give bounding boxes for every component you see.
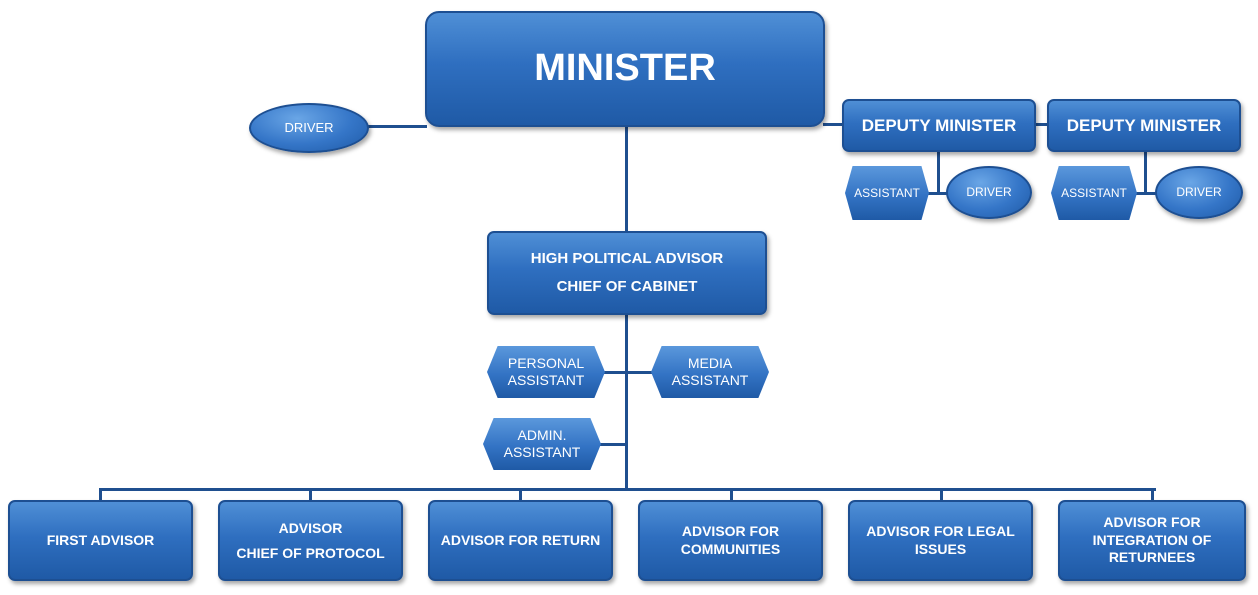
advisor-box-return: ADVISOR FOR RETURN [428, 500, 613, 581]
advisor-line: ADVISOR FOR RETURN [440, 531, 601, 548]
advisor-line: FIRST ADVISOR [46, 531, 155, 548]
connector-deputy1-down [937, 151, 940, 194]
assistant-label: ASSISTANT [1061, 185, 1127, 200]
advisor-box-first: FIRST ADVISOR [8, 500, 193, 581]
connector-deputies [823, 123, 843, 126]
connector-advisor-2 [309, 488, 312, 501]
advisor-line: ADVISOR [278, 520, 343, 536]
connector-advisor-1 [99, 488, 102, 501]
admin-assistant-node: ADMIN. ASSISTANT [483, 418, 601, 470]
assistant-label: ASSISTANT [854, 185, 920, 200]
media-line-2: ASSISTANT [671, 372, 749, 388]
deputy-minister-label: DEPUTY MINISTER [1066, 115, 1222, 135]
connector-deputy-pair [1036, 123, 1048, 126]
minister-label: MINISTER [534, 47, 716, 90]
deputy-driver-oval: DRIVER [1155, 166, 1243, 219]
media-assistant-node: MEDIA ASSISTANT [651, 346, 769, 398]
advisor-line: COMMUNITIES [680, 540, 781, 557]
advisor-box-protocol: ADVISOR CHIEF OF PROTOCOL [218, 500, 403, 581]
connector-advisor-3 [519, 488, 522, 501]
chief-line-2: CHIEF OF CABINET [556, 278, 698, 295]
connector-advisor-6 [1151, 488, 1154, 501]
personal-line-2: ASSISTANT [507, 372, 585, 388]
connector-advisor-4 [730, 488, 733, 501]
advisor-line: ADVISOR FOR [1103, 514, 1201, 531]
deputy-minister-box: DEPUTY MINISTER [842, 99, 1036, 152]
deputy-assistant-node: ASSISTANT [1051, 166, 1137, 220]
advisor-line: RETURNEES [1108, 549, 1196, 566]
chief-of-cabinet-box: HIGH POLITICAL ADVISOR CHIEF OF CABINET [487, 231, 767, 315]
media-line-1: MEDIA [687, 354, 733, 371]
deputy-minister-label: DEPUTY MINISTER [861, 115, 1017, 135]
driver-label: DRIVER [284, 119, 334, 135]
advisor-line: ADVISOR FOR [681, 523, 780, 539]
advisor-line: ADVISOR FOR LEGAL [866, 523, 1015, 539]
admin-line-2: ASSISTANT [503, 444, 581, 460]
advisor-box-communities: ADVISOR FOR COMMUNITIES [638, 500, 823, 581]
deputy-assistant-node: ASSISTANT [845, 166, 929, 220]
admin-line-1: ADMIN. [517, 426, 567, 443]
connector-deputy2-staff [1133, 192, 1158, 195]
connector-deputy1-staff [925, 192, 950, 195]
connector-support-row [600, 371, 655, 374]
driver-oval: DRIVER [249, 103, 369, 153]
minister-box: MINISTER [425, 11, 825, 127]
advisor-box-legal: ADVISOR FOR LEGAL ISSUES [848, 500, 1033, 581]
connector-deputy2-down [1144, 151, 1147, 194]
personal-assistant-node: PERSONAL ASSISTANT [487, 346, 605, 398]
deputy-minister-box: DEPUTY MINISTER [1047, 99, 1241, 152]
driver-label: DRIVER [966, 185, 1012, 199]
connector-chief-spine [625, 313, 628, 489]
personal-line-1: PERSONAL [507, 354, 585, 371]
chief-line-1: HIGH POLITICAL ADVISOR [530, 249, 724, 267]
driver-label: DRIVER [1176, 185, 1222, 199]
advisor-line: CHIEF OF PROTOCOL [236, 544, 385, 561]
advisor-line: ISSUES [914, 540, 967, 557]
connector-driver [367, 125, 427, 128]
advisor-line: INTEGRATION OF [1092, 531, 1212, 548]
connector-advisor-5 [940, 488, 943, 501]
deputy-driver-oval: DRIVER [946, 166, 1032, 219]
connector-advisor-bar [99, 488, 1156, 491]
advisor-box-integration: ADVISOR FOR INTEGRATION OF RETURNEES [1058, 500, 1246, 581]
connector-minister-spine [625, 126, 628, 232]
connector-admin [598, 443, 628, 446]
